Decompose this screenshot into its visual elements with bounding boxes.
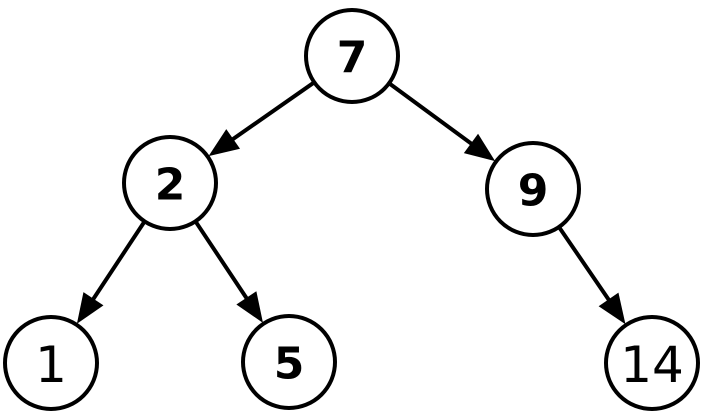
arrow-head-n9-n14 [598,292,626,325]
node-circle [241,314,337,410]
tree-node: 1 [3,315,99,411]
edge-n7-n2 [227,80,317,144]
nodes-layer: 7 2 9 1 5 14 [3,8,700,411]
edge-n9-n14 [556,224,613,305]
node-circle [304,8,400,104]
node-label: 9 [518,166,549,217]
node-label: 2 [155,160,186,211]
node-label: 1 [35,336,67,394]
node-circle [485,141,581,237]
tree-node: 5 [241,314,337,410]
node-label: 14 [620,336,684,394]
arrow-head-n7-n2 [208,129,241,157]
arrow-head-n2-n5 [236,291,263,323]
edge-n2-n1 [89,219,147,305]
edge-n7-n9 [387,81,477,148]
tree-node: 7 [304,8,400,104]
edge-n2-n5 [193,219,251,304]
arrow-head-n2-n1 [76,292,104,324]
edges-layer [76,80,626,325]
node-circle [604,315,700,411]
tree-node: 9 [485,141,581,237]
tree-node: 2 [122,135,218,231]
node-circle [122,135,218,231]
node-label: 5 [274,339,305,390]
node-label: 7 [337,33,368,84]
tree-node: 14 [604,315,700,411]
node-circle [3,315,99,411]
arrow-head-n7-n9 [463,133,496,162]
